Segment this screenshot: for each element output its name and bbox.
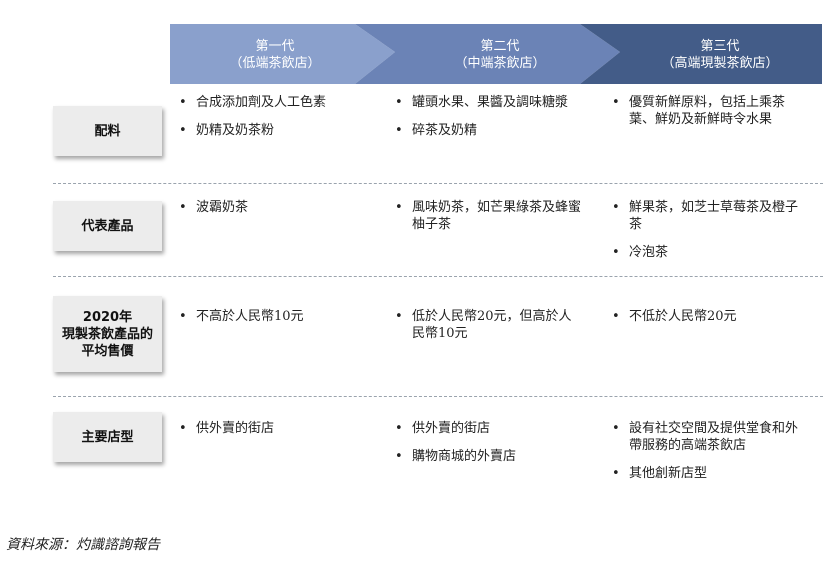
gen1-title: 第一代 bbox=[255, 39, 295, 54]
row-label-ingredients: 配料 bbox=[53, 106, 162, 156]
cell-price-gen2: 低於人民幣20元，但高於人民幣10元 bbox=[393, 308, 583, 353]
bullet-item: 低於人民幣20元，但高於人民幣10元 bbox=[393, 308, 583, 342]
row-divider bbox=[53, 396, 823, 397]
bullet-item: 其他創新店型 bbox=[610, 465, 800, 482]
gen2-subtitle: （中端茶飲店） bbox=[454, 56, 546, 71]
cell-ingredients-gen1: 合成添加劑及人工色素奶精及奶茶粉 bbox=[177, 94, 372, 150]
bullet-item: 優質新鮮原料，包括上乘茶葉、鮮奶及新鮮時令水果 bbox=[610, 94, 810, 128]
bullet-item: 供外賣的街店 bbox=[393, 420, 583, 437]
bullet-item: 不低於人民幣20元 bbox=[610, 308, 800, 325]
cell-ingredients-gen2: 罐頭水果、果醬及調味糖漿碎茶及奶精 bbox=[393, 94, 593, 150]
price-label-line2: 現製茶飲產品的 bbox=[61, 326, 153, 342]
row-divider bbox=[53, 276, 823, 277]
cell-store-gen2: 供外賣的街店購物商城的外賣店 bbox=[393, 420, 583, 476]
gen3-header: 第三代 （高端現製茶飲店） bbox=[625, 30, 815, 80]
bullet-item: 供外賣的街店 bbox=[177, 420, 372, 437]
gen3-title: 第三代 bbox=[700, 39, 740, 54]
gen2-arrow bbox=[355, 24, 620, 84]
bullet-item: 購物商城的外賣店 bbox=[393, 448, 583, 465]
gen3-subtitle: （高端現製茶飲店） bbox=[661, 56, 779, 71]
generation-arrows bbox=[170, 24, 822, 84]
bullet-item: 風味奶茶，如芒果綠茶及蜂蜜柚子茶 bbox=[393, 199, 583, 233]
bullet-item: 罐頭水果、果醬及調味糖漿 bbox=[393, 94, 593, 111]
row-divider bbox=[53, 183, 823, 184]
source-note: 資料來源：灼識諮詢報告 bbox=[6, 537, 160, 553]
cell-products-gen3: 鮮果茶，如芝士草莓茶及橙子茶冷泡茶 bbox=[610, 199, 800, 272]
bullet-item: 波霸奶茶 bbox=[177, 199, 372, 216]
cell-price-gen3: 不低於人民幣20元 bbox=[610, 308, 800, 336]
cell-price-gen1: 不高於人民幣10元 bbox=[177, 308, 372, 336]
cell-products-gen2: 風味奶茶，如芒果綠茶及蜂蜜柚子茶 bbox=[393, 199, 583, 244]
cell-products-gen1: 波霸奶茶 bbox=[177, 199, 372, 227]
bullet-item: 奶精及奶茶粉 bbox=[177, 122, 372, 139]
row-label-store: 主要店型 bbox=[53, 412, 162, 462]
cell-store-gen1: 供外賣的街店 bbox=[177, 420, 372, 448]
bullet-item: 合成添加劑及人工色素 bbox=[177, 94, 372, 111]
row-label-products: 代表產品 bbox=[53, 201, 162, 251]
gen2-header: 第二代 （中端茶飲店） bbox=[405, 30, 595, 80]
gen3-arrow bbox=[580, 24, 822, 84]
bullet-item: 不高於人民幣10元 bbox=[177, 308, 372, 325]
bullet-item: 冷泡茶 bbox=[610, 244, 800, 261]
bullet-item: 鮮果茶，如芝士草莓茶及橙子茶 bbox=[610, 199, 800, 233]
price-label-line3: 平均售價 bbox=[81, 343, 134, 359]
price-label-line1: 2020年 bbox=[82, 309, 133, 325]
gen1-arrow bbox=[170, 24, 395, 84]
bullet-item: 碎茶及奶精 bbox=[393, 122, 593, 139]
row-label-price: 2020年 現製茶飲產品的 平均售價 bbox=[53, 296, 162, 372]
gen1-header: 第一代 （低端茶飲店） bbox=[185, 30, 365, 80]
cell-store-gen3: 設有社交空間及提供堂食和外帶服務的高端茶飲店其他創新店型 bbox=[610, 420, 800, 493]
gen1-subtitle: （低端茶飲店） bbox=[229, 56, 321, 71]
bullet-item: 設有社交空間及提供堂食和外帶服務的高端茶飲店 bbox=[610, 420, 800, 454]
cell-ingredients-gen3: 優質新鮮原料，包括上乘茶葉、鮮奶及新鮮時令水果 bbox=[610, 94, 810, 139]
gen2-title: 第二代 bbox=[480, 39, 520, 54]
